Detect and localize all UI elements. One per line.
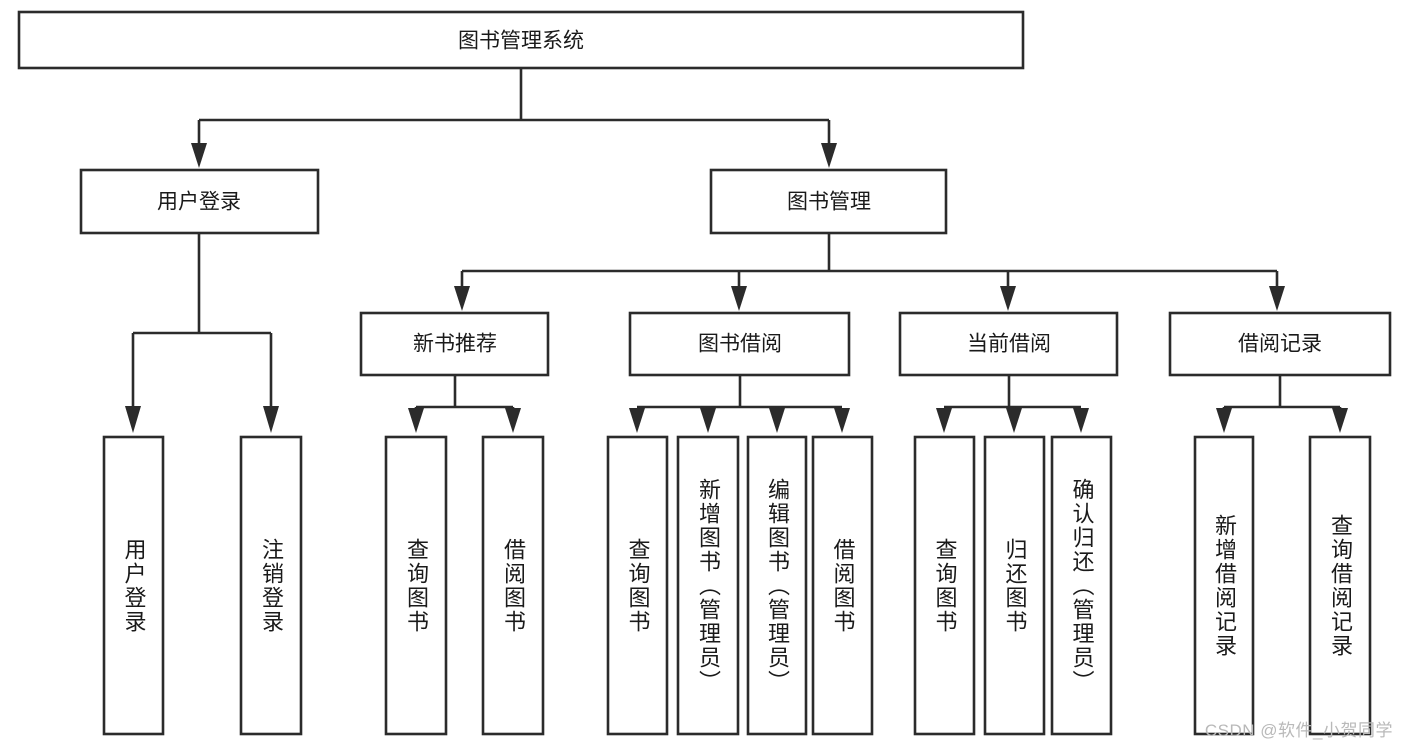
node-book-manage-label: 图书管理 bbox=[787, 191, 871, 214]
leaf-box-query-book-1[interactable] bbox=[384, 435, 448, 736]
node-user-login[interactable]: 用户登录 bbox=[79, 168, 320, 235]
arrow-leaf-query-book-1 bbox=[408, 408, 424, 433]
node-current-borrow[interactable]: 当前借阅 bbox=[898, 311, 1119, 377]
node-book-borrow[interactable]: 图书借阅 bbox=[628, 311, 851, 377]
leaf-box-borrow-book-2[interactable] bbox=[811, 435, 874, 736]
arrow-to-book-borrow bbox=[731, 286, 747, 311]
watermark-text: CSDN @软件_小贺同学 bbox=[1204, 721, 1393, 740]
leaf-box-borrow-book-1[interactable] bbox=[481, 435, 545, 736]
arrow-leaf-edit-book bbox=[769, 408, 785, 433]
node-borrow-record-label: 借阅记录 bbox=[1238, 333, 1322, 356]
arrow-leaf-logout-login bbox=[263, 406, 279, 433]
leaf-box-logout-login[interactable] bbox=[239, 435, 303, 736]
node-borrow-record[interactable]: 借阅记录 bbox=[1168, 311, 1392, 377]
leaf-box-query-record[interactable] bbox=[1308, 435, 1372, 736]
leaf-box-add-book[interactable] bbox=[676, 435, 740, 736]
arrow-leaf-add-book bbox=[700, 408, 716, 433]
node-book-manage-box[interactable] bbox=[709, 168, 948, 235]
leaf-box-add-record[interactable] bbox=[1193, 435, 1255, 736]
leaf-box-user-login[interactable] bbox=[102, 435, 165, 736]
leaf-box-query-book-3[interactable] bbox=[913, 435, 976, 736]
arrow-leaf-add-record bbox=[1216, 408, 1232, 433]
node-new-book-recommend-box[interactable] bbox=[359, 311, 550, 377]
node-current-borrow-label: 当前借阅 bbox=[967, 333, 1051, 356]
node-root-box[interactable] bbox=[17, 10, 1025, 70]
arrow-to-borrow-record bbox=[1269, 286, 1285, 311]
node-root[interactable]: 图书管理系统 bbox=[17, 10, 1025, 70]
node-book-borrow-label: 图书借阅 bbox=[698, 333, 782, 356]
node-book-borrow-box[interactable] bbox=[628, 311, 851, 377]
leaf-box-confirm-return[interactable] bbox=[1050, 435, 1113, 736]
arrow-leaf-query-book-3 bbox=[936, 408, 952, 433]
arrow-to-new-book-recommend bbox=[454, 286, 470, 311]
arrow-leaf-query-record bbox=[1332, 408, 1348, 433]
node-new-book-recommend-label: 新书推荐 bbox=[413, 333, 497, 356]
arrow-leaf-query-book-2 bbox=[629, 408, 645, 433]
arrow-leaf-borrow-book-1 bbox=[505, 408, 521, 433]
arrow-leaf-return-book bbox=[1006, 408, 1022, 433]
node-book-manage[interactable]: 图书管理 bbox=[709, 168, 948, 235]
leaf-box-return-book[interactable] bbox=[983, 435, 1046, 736]
node-user-login-label: 用户登录 bbox=[157, 191, 241, 214]
leaf-box-query-book-2[interactable] bbox=[606, 435, 669, 736]
node-root-label: 图书管理系统 bbox=[458, 30, 584, 53]
arrow-to-user-login bbox=[191, 143, 207, 168]
node-new-book-recommend[interactable]: 新书推荐 bbox=[359, 311, 550, 377]
arrow-leaf-borrow-book-2 bbox=[834, 408, 850, 433]
arrow-leaf-user-login bbox=[125, 406, 141, 433]
leaf-box-edit-book[interactable] bbox=[746, 435, 808, 736]
arrow-leaf-confirm-return bbox=[1073, 408, 1089, 433]
arrow-to-book-manage bbox=[821, 143, 837, 168]
arrow-to-current-borrow bbox=[1000, 286, 1016, 311]
node-borrow-record-box[interactable] bbox=[1168, 311, 1392, 377]
node-current-borrow-box[interactable] bbox=[898, 311, 1119, 377]
